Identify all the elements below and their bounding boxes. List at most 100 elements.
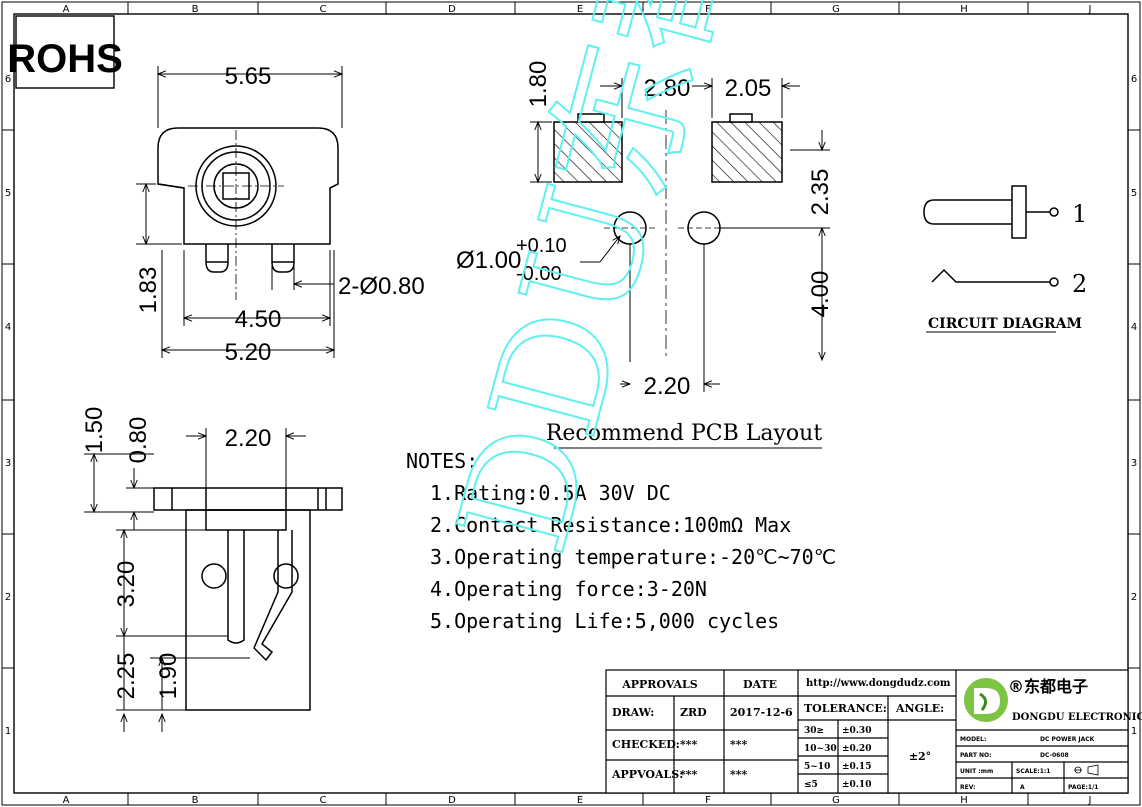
rev-label: REV: [960,784,976,791]
tol-range: ≤5 [804,780,818,790]
row-label: 2 [5,592,11,603]
dim-1-90: 1.90 [155,653,182,700]
angle-value: ±2° [909,750,931,763]
col-label: D [448,795,456,806]
dim-5-65: 5.65 [225,63,272,90]
row-label: 6 [5,74,11,85]
dim-2-25: 2.25 [113,653,140,700]
pcb-layout [553,110,783,392]
angle-label: ANGLE: [895,702,944,715]
dim-2-20-side: 2.20 [225,425,272,452]
title-block-small-text: MODEL: DC POWER JACK PART NO: DC-0608 UN… [960,736,1098,791]
pcb-layout-title: Recommend PCB Layout [546,421,823,446]
tol-value: ±0.20 [842,744,871,754]
notes-heading: NOTES: [406,449,478,473]
row-label: 6 [1131,74,1137,85]
pcb-dims [530,78,830,449]
company-name-en: DONGDU ELECTRONICS [1012,712,1142,723]
col-label: G [832,795,840,806]
projection-symbol-icon [1074,764,1099,776]
note-item: 3.Operating temperature:-20℃~70℃ [430,545,836,569]
col-label: B [192,795,199,806]
top-view-dim-text: 5.65 1.83 4.50 5.20 2-Ø0.80 [135,63,425,366]
row-label: 2 [1131,592,1137,603]
note-item: 4.Operating force:3-20N [430,577,707,601]
circuit-text: 1 2 CIRCUIT DIAGRAM [928,200,1087,332]
page-label: PAGE:1/1 [1068,784,1098,791]
dim-2-35: 2.35 [807,169,834,216]
tol-range: 10~30 [804,744,837,754]
appvals-name: *** [680,768,698,781]
company-name-cn: ®东都电子 [1008,677,1088,696]
tol-range: 5~10 [804,762,830,772]
row-label: 5 [1131,188,1137,199]
col-label: A [63,4,70,15]
pin-2-label: 2 [1072,270,1087,298]
hole-tol-minus: -0.00 [516,263,562,285]
draw-name: ZRD [680,706,707,719]
side-view-dims [84,428,306,732]
col-label: A [63,795,70,806]
row-label: 1 [5,726,11,737]
row-label: 4 [5,322,11,333]
tol-range: 30≥ [804,726,824,736]
col-label: F [705,795,711,806]
draw-label: DRAW: [612,706,654,719]
frame-labels: A B C D E F G H J A B C D E F G H J 6 5 … [5,4,1137,806]
col-label: E [577,795,583,806]
col-label: H [960,4,968,15]
unit-label: UNIT :mm [960,768,993,775]
title-block [605,669,1129,794]
row-label: 3 [1131,458,1137,469]
top-view-dims [136,66,342,358]
tol-value: ±0.15 [842,762,871,772]
checked-name: *** [680,738,698,751]
pcb-dim-text: 1.80 2.80 2.05 2.35 4.00 2.20 Ø1.00 +0.1… [456,61,834,446]
tol-value: ±0.30 [842,726,871,736]
col-label: D [448,4,456,15]
col-label: B [192,4,199,15]
part-label: PART NO: [960,752,992,759]
checked-date: *** [730,738,748,751]
tolerance-label: TOLERANCE: [804,702,887,715]
dim-2-05: 2.05 [725,75,772,102]
dim-0-80: 0.80 [125,417,152,464]
col-label: F [705,4,711,15]
row-label: 4 [1131,322,1137,333]
top-view [157,127,339,300]
dim-1-83: 1.83 [135,267,162,314]
col-label: G [832,4,840,15]
hole-tol-plus: +0.10 [516,235,567,257]
col-label: J [1088,4,1092,15]
checked-label: CHECKED: [612,738,680,751]
side-view-dim-text: 1.50 0.80 2.20 3.20 2.25 1.90 [81,407,271,700]
dim-3-20: 3.20 [113,561,140,608]
watermark: DDU东都 [427,0,768,569]
note-item: 5.Operating Life:5,000 cycles [430,609,779,633]
rev-value: A [1020,784,1025,791]
date-label: DATE [743,678,777,691]
col-label: J [1088,795,1092,806]
notes: NOTES: 1.Rating:0.5A 30V DC 2.Contact Re… [406,449,836,633]
row-label: 3 [5,458,11,469]
col-label: E [577,4,583,15]
dim-5-20: 5.20 [225,339,272,366]
title-block-text: APPROVALS DATE http://www.dongdudz.com D… [611,677,1142,790]
pin-1-label: 1 [1072,200,1087,228]
appvals-date: *** [730,768,748,781]
hole-diameter: Ø1.00 [456,247,521,274]
col-label: C [320,4,327,15]
dim-4-50: 4.50 [235,306,282,333]
approvals-label: APPROVALS [621,678,698,691]
scale-label: SCALE:1:1 [1016,768,1050,775]
company-logo-icon [964,678,1008,722]
draw-date: 2017-12-6 [730,706,793,719]
row-label: 5 [5,188,11,199]
dim-pin-dia: 2-Ø0.80 [338,273,425,300]
dim-1-80: 1.80 [525,61,552,108]
part-value: DC-0608 [1040,752,1069,759]
company-url: http://www.dongdudz.com [806,678,951,689]
note-item: 1.Rating:0.5A 30V DC [430,481,671,505]
